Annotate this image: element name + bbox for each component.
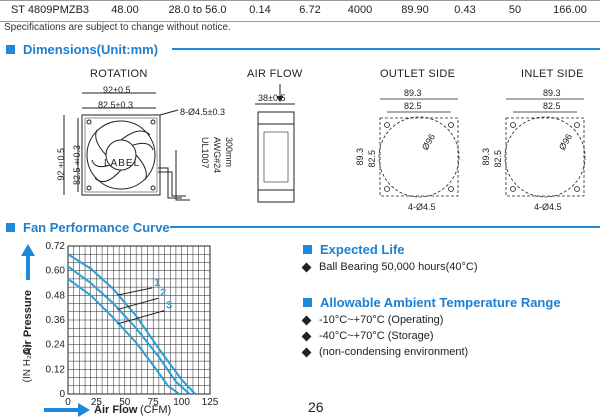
- inlet-side-label: INLET SIDE: [521, 68, 584, 80]
- outlet-side-label: OUTLET SIDE: [380, 68, 456, 80]
- ambient-item-condensing: (non-condensing environment): [319, 346, 469, 358]
- cell-power: 6.72: [299, 4, 321, 16]
- diamond-bullet-icon: [301, 331, 312, 341]
- curve-pointer-1: [117, 287, 153, 296]
- ambient-heading-row: Allowable Ambient Temperature Range: [303, 295, 561, 310]
- section-marker: [6, 222, 15, 232]
- wire-spec-1: UL1007: [200, 137, 210, 169]
- section-marker: [303, 245, 312, 254]
- ambient-heading: Allowable Ambient Temperature Range: [320, 295, 561, 310]
- diamond-bullet-icon: [301, 347, 312, 357]
- performance-heading: Fan Performance Curve: [23, 219, 170, 235]
- cell-noise: 50: [508, 4, 522, 16]
- curve-label-1: 1: [154, 277, 160, 289]
- y-tick-label: 0.12: [46, 364, 66, 375]
- curve-2: [67, 265, 191, 395]
- fan-front-drawing: [63, 92, 190, 201]
- list-item: -40°C~+70°C (Storage): [301, 330, 434, 342]
- y-axis-arrowhead: [21, 244, 35, 256]
- y-tick-label: 0.36: [46, 315, 66, 326]
- ambient-item-operating: -10°C~+70°C (Operating): [319, 314, 444, 326]
- cell-speed: 4000: [347, 4, 373, 16]
- list-item: Ball Bearing 50,000 hours(40°C): [301, 261, 478, 273]
- chart-labels: 123: [117, 277, 172, 325]
- y-tick-label: 0.60: [46, 266, 66, 277]
- outlet-width-2: 82.5: [404, 101, 422, 111]
- rotation-label: ROTATION: [90, 68, 148, 80]
- wire-spec-2: AWG#24: [212, 137, 222, 174]
- section-marker: [303, 298, 312, 307]
- y-tick-label: 0.72: [46, 241, 66, 252]
- cell-pressure: 0.43: [454, 4, 476, 16]
- diamond-bullet-icon: [301, 315, 312, 325]
- inlet-width-1: 89.3: [543, 88, 561, 98]
- dim-92: 92±0.5: [103, 85, 131, 95]
- x-axis-title: Air Flow: [94, 404, 138, 416]
- spec-note: Specifications are subject to change wit…: [4, 22, 231, 33]
- airflow-label: AIR FLOW: [247, 68, 303, 80]
- wire-spec-3: 300mm: [224, 137, 234, 168]
- section-rule: [170, 226, 600, 228]
- cell-operating-voltage: 28.0 to 56.0: [168, 4, 227, 16]
- page-number: 26: [308, 399, 324, 415]
- cell-rated-voltage: 48.00: [111, 4, 139, 16]
- x-tick-label: 50: [119, 397, 131, 408]
- x-axis-arrowhead: [78, 403, 90, 417]
- cell-current: 0.14: [249, 4, 271, 16]
- spec-table: ST 4809PMZB3 48.00 28.0 to 56.0 0.14 6.7…: [0, 0, 600, 22]
- performance-heading-band: Fan Performance Curve: [0, 219, 600, 235]
- dim-hole: 8-Ø4.5±0.3: [180, 107, 225, 117]
- y-tick-label: 0.24: [46, 340, 66, 351]
- x-tick-label: 0: [65, 397, 71, 408]
- section-marker: [6, 44, 15, 54]
- list-item: (non-condensing environment): [301, 346, 469, 358]
- x-tick-label: 125: [202, 397, 219, 408]
- outlet-width-1: 89.3: [404, 88, 422, 98]
- cell-weight: 166.00: [553, 4, 587, 16]
- x-axis-unit: (CFM): [140, 404, 172, 416]
- curve-pointer-2: [117, 297, 159, 311]
- x-tick-label: 25: [91, 397, 103, 408]
- dim-82-5: 82.5±0.3: [98, 100, 133, 110]
- y-tick-label: 0: [59, 389, 65, 400]
- curve-pointer-3: [117, 310, 165, 325]
- x-tick-label: 100: [173, 397, 190, 408]
- y-tick-label: 0.48: [46, 290, 66, 301]
- expected-life-item: Ball Bearing 50,000 hours(40°C): [319, 261, 478, 273]
- ambient-item-storage: -40°C~+70°C (Storage): [319, 330, 434, 342]
- outlet-side-drawing: [378, 98, 460, 198]
- fan-side-drawing: [255, 84, 295, 203]
- y-axis-unit: (IN H₂O): [22, 344, 33, 383]
- curve-label-2: 2: [160, 287, 166, 299]
- dimensions-heading: Dimensions(Unit:mm): [23, 41, 159, 57]
- curve-label-3: 3: [166, 300, 172, 312]
- expected-life-heading: Expected Life: [320, 242, 405, 257]
- table-row: ST 4809PMZB3 48.00 28.0 to 56.0 0.14 6.7…: [0, 1, 600, 21]
- expected-life-heading-row: Expected Life: [303, 242, 405, 257]
- section-rule: [172, 48, 600, 50]
- inlet-width-2: 82.5: [543, 101, 561, 111]
- cell-airflow: 89.90: [401, 4, 429, 16]
- curve-1: [67, 253, 196, 395]
- dim-38: 38±0.5: [258, 93, 286, 103]
- dimensions-heading-band: Dimensions(Unit:mm): [0, 41, 600, 57]
- cell-model: ST 4809PMZB3: [10, 4, 90, 16]
- diamond-bullet-icon: [301, 262, 312, 272]
- inlet-holes: 4-Ø4.5: [534, 202, 562, 212]
- chart-series: [67, 253, 196, 395]
- chart-ticks: 0 25 50 75 100 125 0 0.12 0.24 0.36 0.48 0.60 0.72: [46, 241, 219, 408]
- x-tick-label: 75: [148, 397, 160, 408]
- inlet-side-drawing: [504, 98, 586, 198]
- curve-3: [67, 278, 180, 395]
- outlet-holes: 4-Ø4.5: [408, 202, 436, 212]
- list-item: -10°C~+70°C (Operating): [301, 314, 444, 326]
- label-text: LABEL: [104, 158, 141, 169]
